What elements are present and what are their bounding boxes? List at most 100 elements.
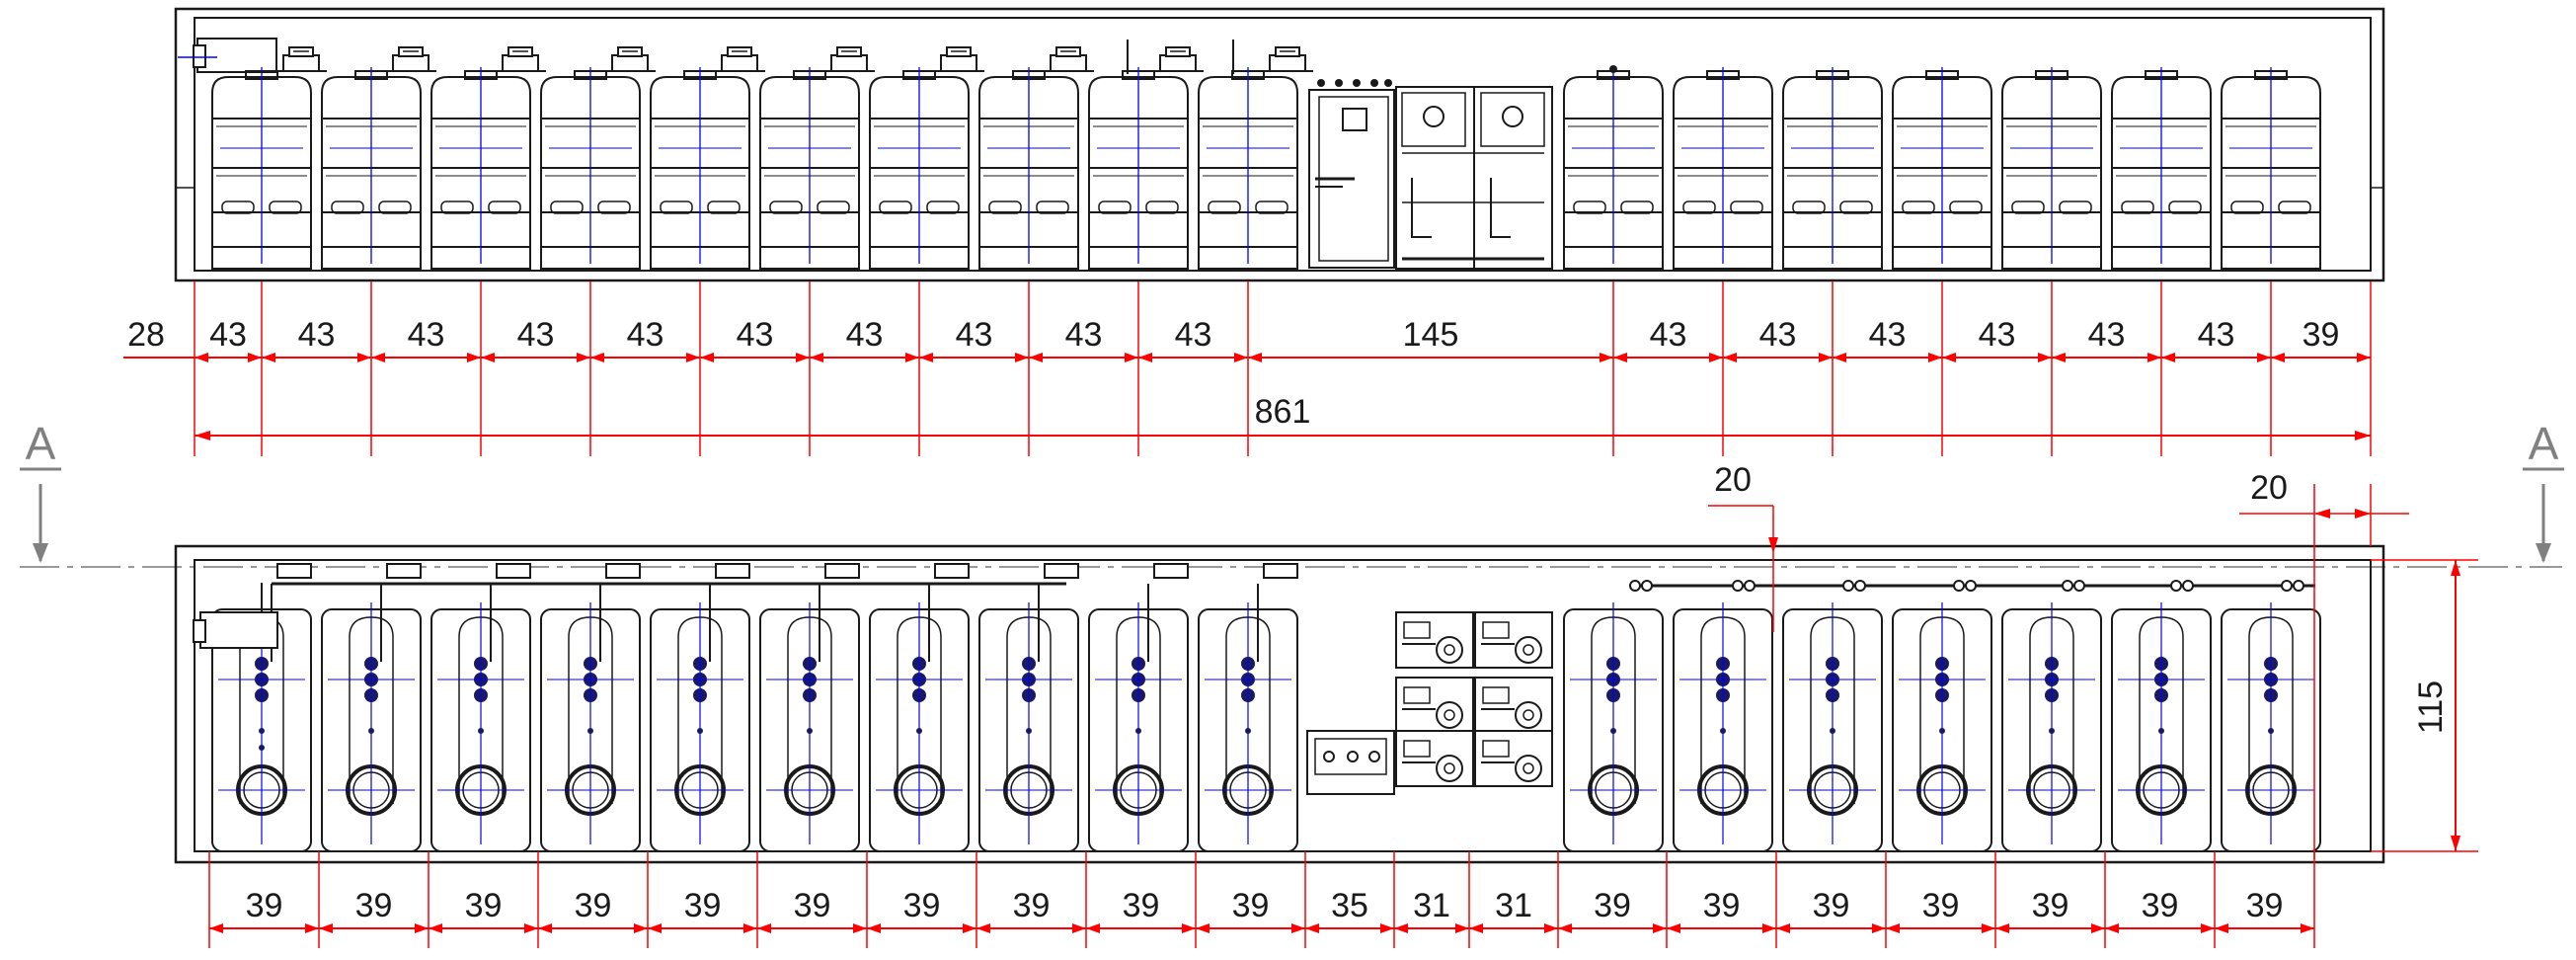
dimension-label: 39	[575, 887, 612, 924]
tank-handle	[597, 200, 631, 214]
tank-handle	[488, 200, 521, 214]
pump-frame	[1395, 730, 1474, 787]
pump-head	[1482, 740, 1510, 758]
tank-handle	[707, 200, 741, 214]
dimension-label: 39	[2032, 887, 2069, 924]
valve-plan	[605, 563, 641, 579]
manifold-fitting	[2281, 580, 2293, 592]
dimension-label: 39	[1123, 887, 1160, 924]
plan-tank	[978, 563, 1079, 852]
sensor	[587, 728, 593, 734]
dimension-label: 43	[956, 316, 993, 354]
dimension-label: 39	[794, 887, 831, 924]
pump-shaft	[1522, 762, 1534, 774]
dimension-label: 39	[1703, 887, 1741, 924]
tank-handle	[988, 200, 1022, 214]
valve-plan	[715, 563, 750, 579]
plan-tank	[321, 563, 422, 852]
dimension-label: 43	[1175, 316, 1212, 354]
dimension-label: 35	[1331, 887, 1368, 924]
pump-module	[1474, 677, 1553, 734]
plan-outer-frame	[174, 544, 2385, 864]
control-cabinet-plan	[1306, 730, 1395, 795]
pump-module	[1395, 611, 1474, 669]
tank-handle	[926, 200, 960, 214]
overall-length-dimension: 861	[195, 393, 2371, 440]
filter-unit-plan	[193, 583, 278, 649]
pump-head	[1403, 740, 1431, 758]
valve-body	[502, 54, 539, 72]
tank-handle	[1839, 200, 1873, 214]
pump-frame	[1474, 730, 1553, 787]
tank-handle	[1792, 200, 1826, 214]
pump-shaft	[1444, 709, 1455, 721]
pump-head	[1482, 686, 1510, 704]
sensor	[807, 728, 813, 734]
pump-motor	[1436, 755, 1463, 782]
valve-plan	[386, 563, 422, 579]
plan-tank	[430, 563, 531, 852]
section-line-a: A A	[20, 418, 2564, 568]
tank-handle	[817, 200, 850, 214]
offset-label-1: 20	[1714, 461, 1752, 499]
tank-handle	[1036, 200, 1069, 214]
elevation-tank	[1782, 67, 1883, 270]
plan-tank	[1673, 602, 1773, 852]
tank-handle	[769, 200, 803, 214]
pump-motor	[1436, 636, 1463, 664]
manifold-fitting	[1744, 580, 1756, 592]
dimension-label: 39	[1594, 887, 1631, 924]
elevation-inner-frame	[194, 17, 2372, 272]
pump-motor	[1436, 701, 1463, 729]
valve-body	[940, 54, 977, 72]
manifold-fitting	[1629, 580, 1641, 592]
elevation-tank	[430, 46, 546, 270]
control-cabinet	[1308, 79, 1395, 269]
valve-body	[830, 54, 868, 72]
dimension-label: 31	[1413, 887, 1450, 924]
plan-tank	[1782, 602, 1883, 852]
plan-tanks	[211, 563, 2321, 852]
sensor	[259, 745, 265, 751]
valve-body	[1269, 54, 1306, 72]
elevation-tank	[1088, 46, 1204, 270]
plan-tank	[1198, 563, 1298, 852]
manifold-fitting	[2073, 580, 2085, 592]
tank-handle	[378, 200, 412, 214]
sensor	[259, 728, 265, 734]
dimension-label: 43	[1869, 316, 1907, 354]
valve-plan	[1263, 563, 1298, 579]
tank-handle	[2059, 200, 2092, 214]
sensor	[1135, 728, 1141, 734]
plan-tank	[650, 563, 750, 852]
tank-handle	[1620, 200, 1654, 214]
dimension-label: 39	[246, 887, 283, 924]
valve-body	[611, 54, 649, 72]
dimension-label: 43	[1759, 316, 1797, 354]
tank-handle	[2278, 200, 2311, 214]
tank-handle	[1255, 200, 1288, 214]
elevation-tank	[1198, 46, 1313, 270]
pump-frame	[1395, 677, 1474, 734]
elevation-tank	[869, 46, 984, 270]
manifold-fitting	[2062, 580, 2073, 592]
sensor	[1939, 728, 1945, 734]
pump-shaft	[1522, 644, 1534, 656]
pump-frame	[1474, 677, 1553, 734]
plan-tank	[759, 563, 860, 852]
offset-label-2: 20	[2250, 469, 2288, 507]
section-marker-left: A	[26, 418, 56, 469]
pump-shaft	[1444, 762, 1455, 774]
sensor	[1610, 728, 1616, 734]
valve-plan	[496, 563, 531, 579]
pump-module	[1474, 611, 1553, 669]
tank-handle	[879, 200, 912, 214]
manifold-fitting	[2170, 580, 2182, 592]
elevation-tank	[2001, 67, 2102, 270]
pump-frame	[1474, 611, 1553, 669]
elevation-tank	[1673, 67, 1773, 270]
dimension-arrows	[195, 353, 262, 362]
elevation-tank	[321, 46, 436, 270]
